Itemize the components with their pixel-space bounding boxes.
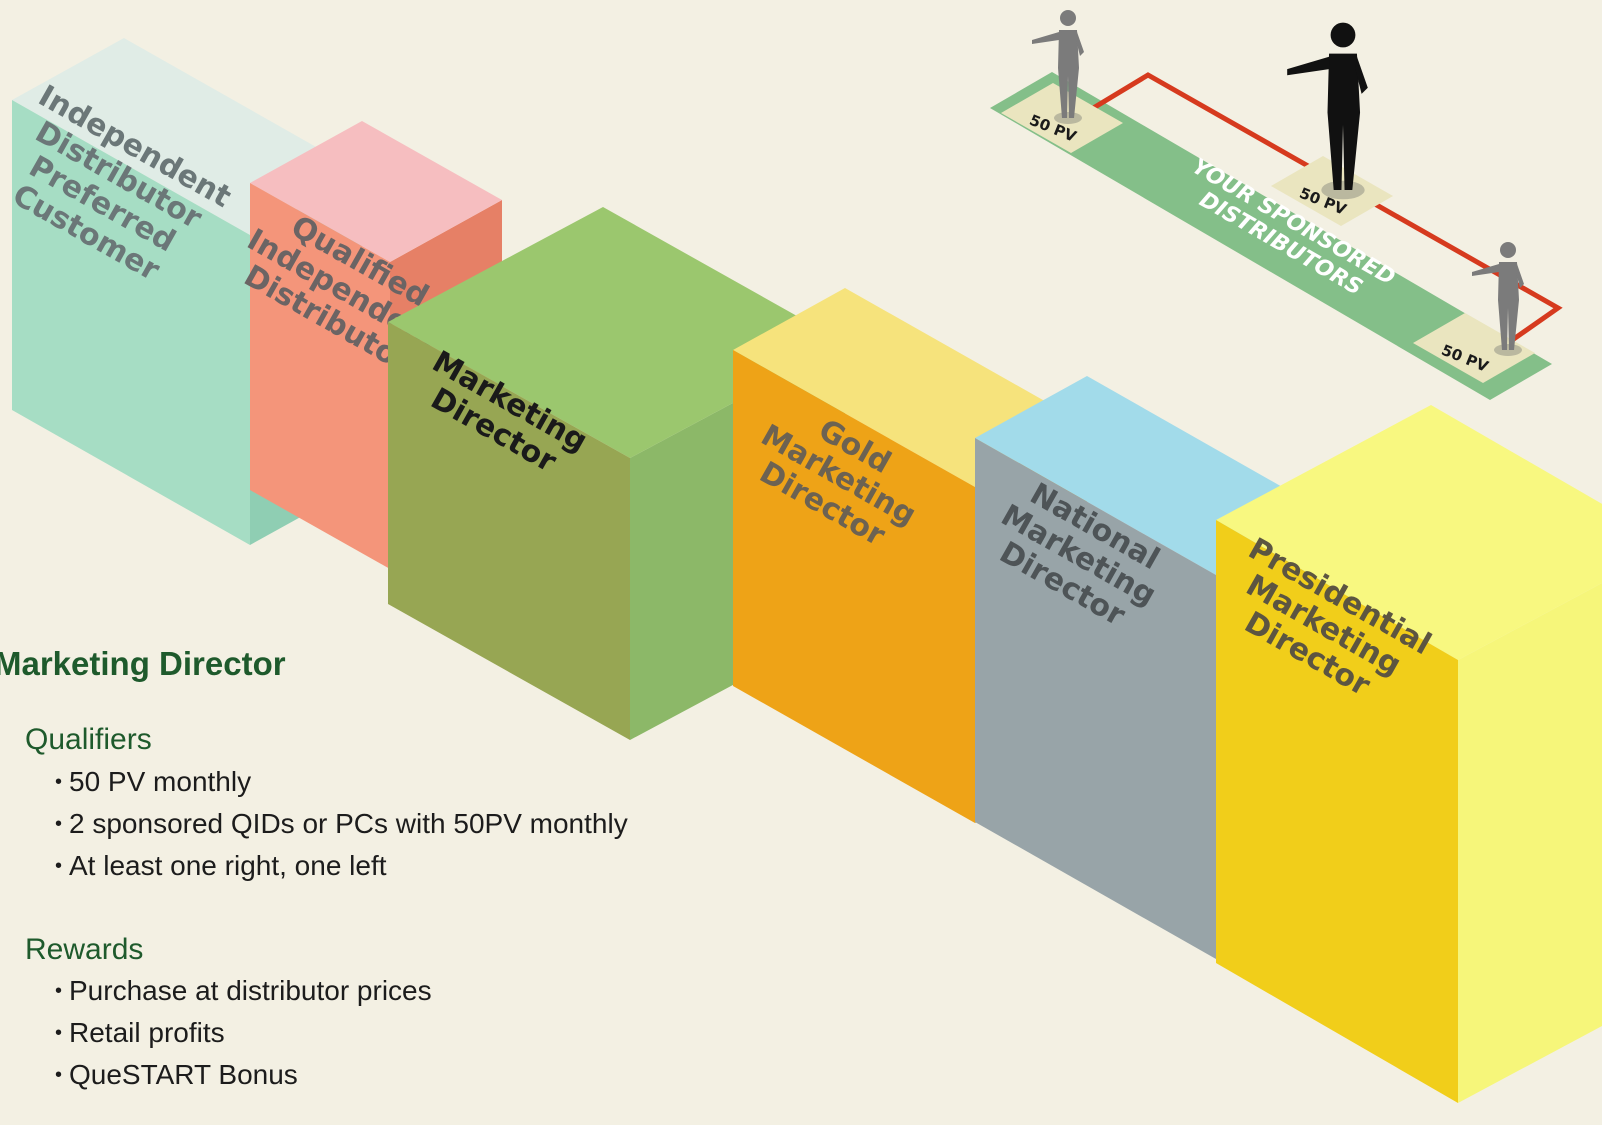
bullet-glyph: • bbox=[55, 855, 63, 877]
person-head bbox=[1060, 10, 1076, 26]
rewards-heading: Rewards bbox=[25, 933, 144, 966]
box-front-face bbox=[1216, 520, 1458, 1103]
box-front-face bbox=[388, 322, 630, 740]
box-top-face bbox=[388, 207, 845, 458]
qualifier-item: •2 sponsored QIDs or PCs with 50PV month… bbox=[55, 803, 628, 845]
rank-title: Marketing Director bbox=[0, 645, 286, 682]
person-body bbox=[1498, 262, 1519, 350]
right-distributor-figure bbox=[1472, 242, 1524, 356]
person-head bbox=[1500, 242, 1516, 258]
person-head bbox=[1330, 22, 1356, 48]
bullet-glyph: • bbox=[55, 1064, 63, 1086]
person-body bbox=[1058, 30, 1079, 118]
rank-box-pmd: PresidentialMarketingDirector bbox=[1216, 405, 1602, 1103]
left-distributor-figure bbox=[1032, 10, 1084, 124]
reward-item: •Purchase at distributor prices bbox=[55, 970, 432, 1012]
box-front-face bbox=[12, 100, 250, 545]
bullet-glyph: • bbox=[55, 813, 63, 835]
qualifiers-heading: Qualifiers bbox=[25, 723, 152, 756]
rewards-list: •Purchase at distributor prices •Retail … bbox=[55, 970, 432, 1096]
qualifier-item: •50 PV monthly bbox=[55, 761, 628, 803]
rank-box-id-pc: IndependentDistributorPreferredCustomer bbox=[7, 38, 362, 545]
sponsored-band bbox=[990, 72, 1552, 400]
box-top-face bbox=[250, 121, 502, 262]
reward-item: •Retail profits bbox=[55, 1012, 432, 1054]
bullet-glyph: • bbox=[55, 771, 63, 793]
person-arm bbox=[1355, 56, 1368, 94]
person-arm bbox=[1472, 264, 1499, 276]
right-pad bbox=[1413, 313, 1535, 383]
box-front-face bbox=[250, 183, 390, 569]
qualifiers-list: •50 PV monthly •2 sponsored QIDs or PCs … bbox=[55, 761, 628, 887]
you-figure bbox=[1287, 22, 1368, 200]
qualifier-item: •At least one right, one left bbox=[55, 845, 628, 887]
person-arm bbox=[1032, 32, 1059, 44]
person-shadow bbox=[1054, 112, 1082, 124]
person-body bbox=[1327, 53, 1361, 190]
bullet-glyph: • bbox=[55, 980, 63, 1002]
box-front-face bbox=[733, 350, 975, 823]
bullet-glyph: • bbox=[55, 1022, 63, 1044]
person-shadow bbox=[1494, 344, 1522, 356]
box-top-face bbox=[1216, 405, 1602, 660]
box-side-face bbox=[1458, 582, 1602, 1103]
person-arm bbox=[1516, 264, 1524, 288]
reward-item: •QueSTART Bonus bbox=[55, 1054, 432, 1096]
person-arm bbox=[1287, 56, 1330, 76]
person-arm bbox=[1076, 32, 1084, 56]
box-front-face bbox=[975, 438, 1216, 959]
person-shadow bbox=[1321, 180, 1365, 200]
